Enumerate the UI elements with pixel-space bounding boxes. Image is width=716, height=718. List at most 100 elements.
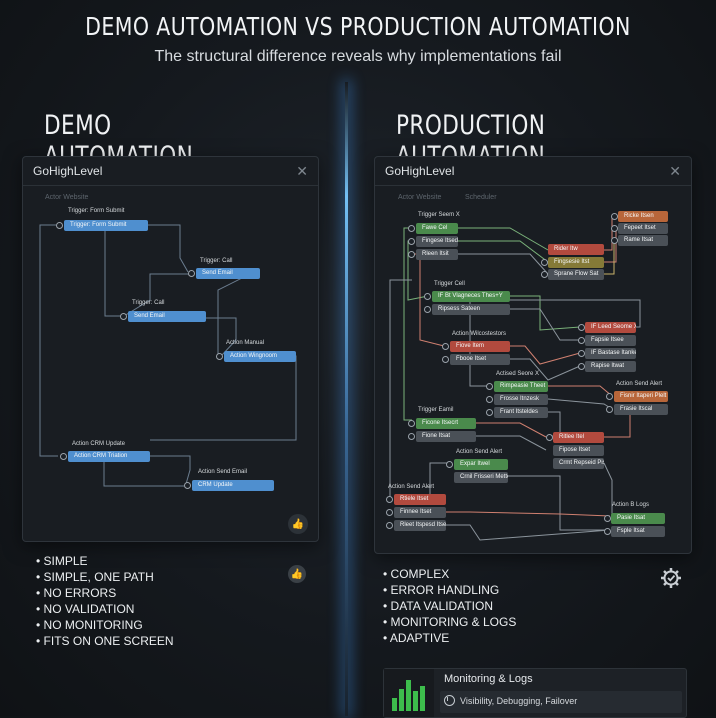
prod-node-j1[interactable]: Ritlee Itel <box>553 432 604 443</box>
prod-node-l3[interactable]: Rleet Itspesd Itse <box>394 520 446 531</box>
prod-port[interactable] <box>424 306 431 313</box>
prod-node-h1[interactable]: Fisnir Itaperi Plelt <box>614 391 668 402</box>
page-title: DEMO AUTOMATION VS PRODUCTION AUTOMATION <box>85 12 631 41</box>
prod-node-i2[interactable]: Fione Itsat <box>416 431 476 442</box>
prod-port[interactable] <box>578 337 585 344</box>
demo-node-5-label: Action CRM Update <box>72 441 126 447</box>
prod-node-a3[interactable]: Rleen Itsit <box>416 249 458 260</box>
demo-node-send-email-1[interactable]: Send Email <box>196 268 260 279</box>
prod-node-j2[interactable]: Fipose Itset <box>553 445 604 456</box>
prod-node-k2[interactable]: Crnil Frisseri Metter <box>454 472 508 483</box>
prod-node-g3[interactable]: Frant Itsteldes <box>494 407 548 418</box>
demo-node-1-label: Trigger: Form Submit <box>68 208 125 214</box>
prod-node-f1[interactable]: IF Leed Seome X <box>585 322 636 333</box>
monitor-bar <box>420 686 425 711</box>
demo-bullet: • SIMPLE, ONE PATH <box>36 570 154 584</box>
prod-port[interactable] <box>386 509 393 516</box>
prod-node-l1[interactable]: Rtiele Itset <box>394 494 446 505</box>
prod-port[interactable] <box>604 515 611 522</box>
prod-node-d2[interactable]: Ripsess Sateen <box>432 304 510 315</box>
prod-port[interactable] <box>386 496 393 503</box>
demo-node-3-port[interactable] <box>120 313 127 320</box>
monitoring-card[interactable]: Monitoring & Logs Visibility, Debugging,… <box>383 668 687 718</box>
prod-node-a1[interactable]: Fawe Cel <box>416 223 458 234</box>
demo-bullet: • NO MONITORING <box>36 618 143 632</box>
demo-node-send-email-crm[interactable]: CRM Update <box>192 480 274 491</box>
prod-port[interactable] <box>541 259 548 266</box>
demo-node-2-port[interactable] <box>188 270 195 277</box>
prod-port[interactable] <box>578 324 585 331</box>
prod-port[interactable] <box>486 396 493 403</box>
demo-node-trigger-form[interactable]: Trigger: Form Submit <box>64 220 148 231</box>
prod-node-f3[interactable]: IF Bastase Itanke <box>585 348 636 359</box>
prod-port[interactable] <box>486 383 493 390</box>
prod-node-c1[interactable]: Ricke Itsen <box>618 211 668 222</box>
prod-node-i1[interactable]: Ficone Itsecrt <box>416 418 476 429</box>
page-subtitle: The structural difference reveals why im… <box>154 48 562 65</box>
monitor-bar <box>392 698 397 711</box>
prod-node-h2[interactable]: Frasie Itscal <box>614 404 668 415</box>
prod-node-d1[interactable]: IF Bt Vlagneces Thes+Y <box>432 291 510 302</box>
prod-node-m1[interactable]: Pasie Itsat <box>611 513 665 524</box>
demo-node-action-manual[interactable]: Action Wingnoom <box>224 351 296 362</box>
prod-port[interactable] <box>604 528 611 535</box>
prod-port[interactable] <box>408 251 415 258</box>
prod-port[interactable] <box>578 350 585 357</box>
prod-port[interactable] <box>546 434 553 441</box>
demo-node-crm-update[interactable]: Action CRM Triation <box>68 451 150 462</box>
clock-icon <box>444 695 455 706</box>
prod-node-c2[interactable]: Fepeet Itset <box>618 223 668 234</box>
prod-node-c3[interactable]: Rame Itsat <box>618 235 668 246</box>
monitoring-detail-row: Visibility, Debugging, Failover <box>440 691 682 713</box>
demo-bullet-list: • SIMPLE • SIMPLE, ONE PATH • NO ERRORS … <box>36 553 174 649</box>
prod-node-g1[interactable]: Rimpeasie Theet <box>494 381 548 392</box>
prod-node-b2[interactable]: Fingsesie Itst <box>548 257 604 268</box>
close-icon[interactable]: ✕ <box>669 162 681 179</box>
prod-node-l2[interactable]: Finnee Itset <box>394 507 446 518</box>
prod-port[interactable] <box>611 213 618 220</box>
prod-node-g-label: Actised Seore X <box>496 371 540 377</box>
prod-port[interactable] <box>606 406 613 413</box>
demo-node-6-port[interactable] <box>184 482 191 489</box>
prod-node-f4[interactable]: Rapise Itwat <box>585 361 636 372</box>
prod-port[interactable] <box>606 393 613 400</box>
prod-port[interactable] <box>611 225 618 232</box>
prod-node-a2[interactable]: Fingese Itsed <box>416 236 458 247</box>
prod-port[interactable] <box>386 522 393 529</box>
prod-node-k1[interactable]: Expar Itwel <box>454 459 508 470</box>
prod-port[interactable] <box>424 293 431 300</box>
prod-port[interactable] <box>578 363 585 370</box>
prod-node-b1[interactable]: Rider Itw <box>548 244 604 255</box>
prod-node-f2[interactable]: Fapsie Itsee <box>585 335 636 346</box>
prod-port[interactable] <box>408 420 415 427</box>
prod-node-j3[interactable]: Crmt Repseid Pissk <box>553 458 604 469</box>
prod-port[interactable] <box>408 238 415 245</box>
prod-node-m2[interactable]: Fsple Itsat <box>611 526 665 537</box>
demo-breadcrumb: Actor Website <box>45 194 89 201</box>
production-bullet-list: • COMPLEX • ERROR HANDLING • DATA VALIDA… <box>383 566 516 646</box>
prod-port[interactable] <box>408 433 415 440</box>
demo-node-4-port[interactable] <box>216 353 223 360</box>
prod-port[interactable] <box>442 356 449 363</box>
prod-port[interactable] <box>541 271 548 278</box>
demo-node-5-port[interactable] <box>60 453 67 460</box>
prod-node-e1[interactable]: Fiove Item <box>450 341 510 352</box>
demo-node-1-port[interactable] <box>56 222 63 229</box>
prod-node-e-label: Action Wilcostestors <box>452 331 507 337</box>
production-bullet: • DATA VALIDATION <box>383 599 493 613</box>
production-panel-header: GoHighLevel ✕ <box>375 157 691 186</box>
prod-node-b3[interactable]: Sprane Flow Sat <box>548 269 604 280</box>
prod-port[interactable] <box>486 409 493 416</box>
close-icon[interactable]: ✕ <box>296 162 308 179</box>
prod-port[interactable] <box>611 237 618 244</box>
prod-node-k-label: Action Send Alert <box>456 449 503 455</box>
prod-port[interactable] <box>442 343 449 350</box>
monitor-bar <box>406 680 411 711</box>
prod-port[interactable] <box>408 225 415 232</box>
prod-node-e2[interactable]: Fbooe Itset <box>450 354 510 365</box>
production-bullet: • ADAPTIVE <box>383 631 450 645</box>
demo-node-send-email-2[interactable]: Send Email <box>128 311 206 322</box>
prod-port[interactable] <box>446 461 453 468</box>
prod-node-g2[interactable]: Frosse Itnzesk <box>494 394 548 405</box>
